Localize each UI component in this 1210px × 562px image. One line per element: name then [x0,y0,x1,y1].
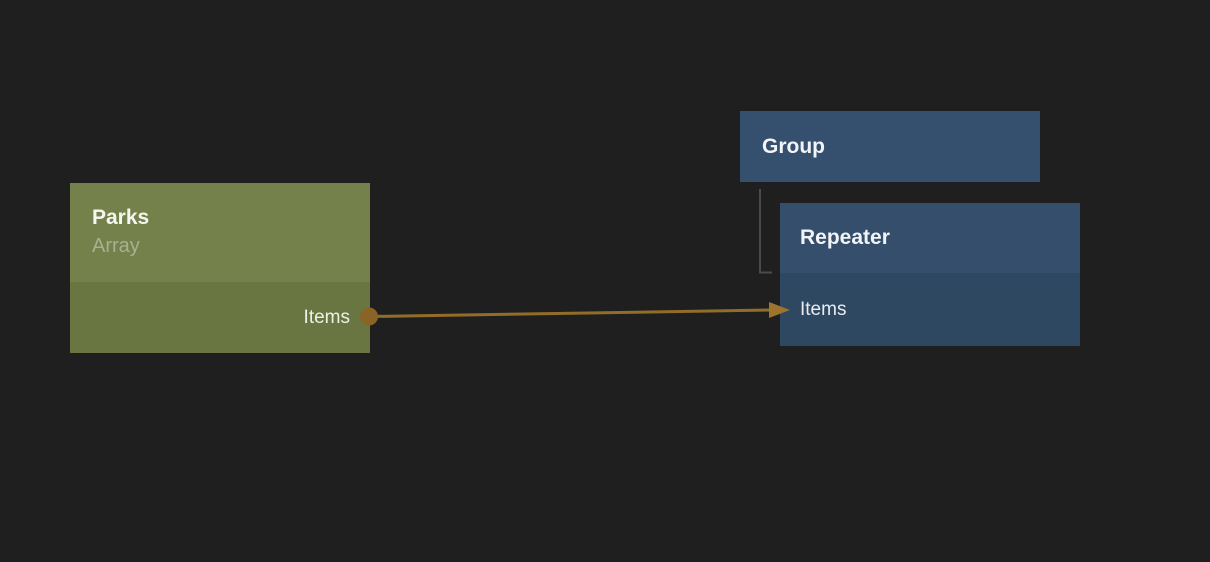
node-title: Parks [92,206,150,229]
port-label: Items [303,306,350,328]
connection-line-parks-items-to-repeater-items[interactable] [369,308,773,318]
node-parks[interactable]: Parks Array Items [70,183,370,353]
port-label: Items [800,298,847,320]
node-subtitle: Array [92,235,140,257]
repeater-items-input-port[interactable]: Items [780,273,1080,346]
node-repeater[interactable]: Repeater Items [780,203,1080,346]
node-title: Group [762,134,825,158]
node-parks-header[interactable]: Parks Array [70,183,370,282]
parks-items-output-port[interactable]: Items [70,282,370,353]
node-title: Repeater [800,226,890,249]
node-repeater-header[interactable]: Repeater [780,203,1080,273]
group-repeater-tree-connector [759,189,772,274]
node-group[interactable]: Group [740,111,1040,182]
